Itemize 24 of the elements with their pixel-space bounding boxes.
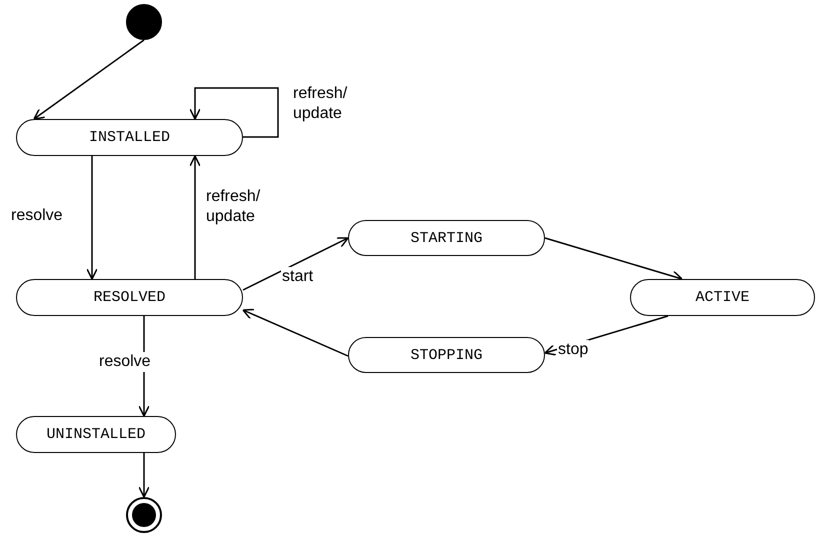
state-box bbox=[16, 279, 243, 316]
state-name: ACTIVE bbox=[695, 289, 750, 306]
state-name: RESOLVED bbox=[93, 289, 166, 306]
state-name: UNINSTALLED bbox=[46, 426, 146, 443]
edge-label: resolve bbox=[98, 352, 152, 372]
state-box bbox=[348, 220, 545, 256]
initial-state bbox=[126, 4, 162, 40]
transition-arrow bbox=[138, 453, 150, 498]
transition-arrow bbox=[544, 237, 683, 282]
state-box bbox=[16, 119, 243, 156]
edge-label: stop bbox=[557, 340, 590, 360]
transition-arrow bbox=[189, 87, 279, 138]
final-state bbox=[126, 497, 162, 533]
transition-arrow bbox=[189, 155, 201, 279]
transition-arrow bbox=[86, 156, 98, 280]
state-box bbox=[630, 279, 815, 316]
state-name: STOPPING bbox=[410, 346, 482, 364]
state-name: STARTING bbox=[410, 230, 482, 246]
transition-arrow bbox=[33, 39, 144, 120]
transition-arrow bbox=[242, 237, 349, 291]
state-box bbox=[348, 337, 545, 373]
state-name: INSTALLED bbox=[88, 129, 170, 146]
state-box bbox=[16, 416, 176, 453]
transition-arrow bbox=[242, 308, 348, 357]
